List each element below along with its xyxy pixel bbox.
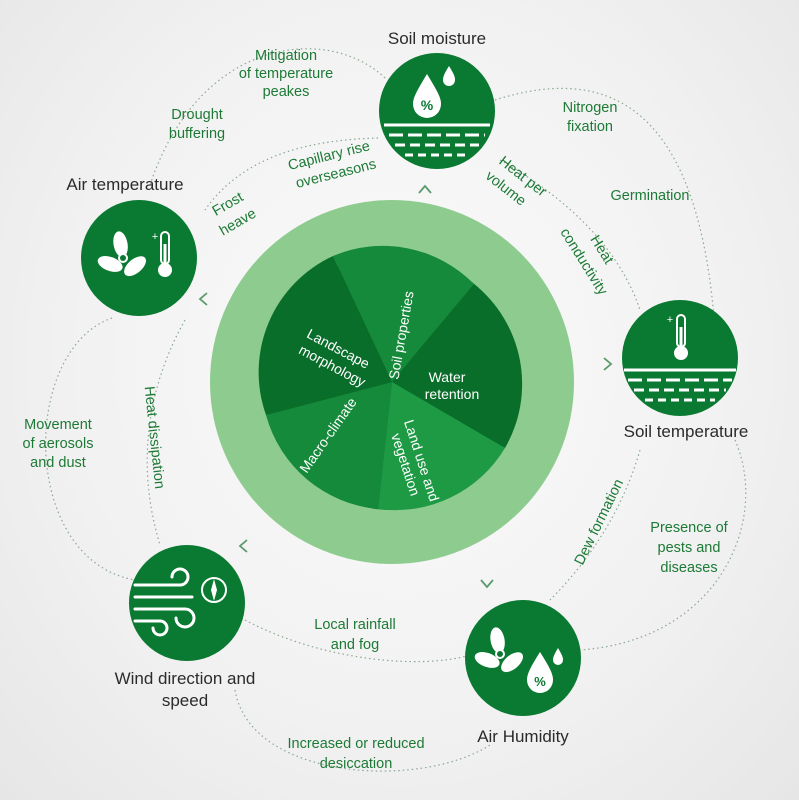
thermometer-icon: + — [667, 314, 688, 360]
svg-text:+: + — [152, 231, 158, 243]
water-drop-percent-icon: % — [527, 648, 563, 693]
relation-nitrogen-1: Nitrogen — [563, 100, 618, 116]
thermometer-icon: + — [152, 231, 172, 277]
svg-text:%: % — [421, 97, 434, 113]
relation-mitigation-2: of temperature — [239, 66, 333, 82]
arrow-up — [418, 184, 432, 194]
relation-pests-3: diseases — [660, 560, 717, 576]
relation-aerosols-2: of aerosols — [23, 436, 94, 452]
node-circle — [129, 545, 245, 661]
node-label-1: Wind direction and — [115, 669, 256, 688]
segment-soil-properties — [333, 245, 474, 382]
relation-aerosols-1: Movement — [24, 417, 92, 433]
compass-icon — [201, 577, 227, 603]
node-air-humidity: % Air Humidity — [465, 600, 581, 746]
flow-arrows — [198, 184, 613, 589]
node-soil-temperature: + Soil temperature — [622, 300, 748, 441]
node-air-temperature: + Air temperature — [66, 175, 197, 316]
relation-loops — [45, 48, 747, 772]
relation-pests-2: pests and — [658, 540, 721, 556]
relation-mitigation-1: Mitigation — [255, 48, 317, 64]
relation-desiccation-2: desiccation — [320, 756, 393, 772]
fan-icon — [474, 627, 523, 673]
relation-germination: Germination — [611, 188, 690, 204]
label-water-retention-1: Water — [429, 369, 466, 385]
node-wind: Wind direction and speed — [115, 545, 256, 710]
arrow-down — [480, 579, 494, 589]
fan-icon — [97, 231, 146, 277]
node-label: Soil moisture — [388, 29, 486, 48]
arrow-right — [603, 357, 613, 371]
svg-text:%: % — [534, 674, 546, 689]
water-drop-percent-icon: % — [413, 66, 455, 118]
soil-layers-icon — [624, 368, 736, 402]
relation-mitigation-3: peakes — [263, 84, 310, 100]
node-label: Air Humidity — [477, 727, 569, 746]
segment-water-retention — [392, 284, 523, 448]
segment-landscape — [258, 256, 392, 415]
node-label: Air temperature — [66, 175, 183, 194]
relation-pests-1: Presence of — [650, 520, 728, 536]
arrow-left — [198, 292, 208, 306]
svg-text:+: + — [667, 314, 673, 326]
relation-aerosols-3: and dust — [30, 455, 86, 471]
central-core: Soil properties Water retention Land use… — [210, 200, 574, 564]
node-label: Soil temperature — [624, 422, 749, 441]
node-label-2: speed — [162, 691, 208, 710]
segment-macro-climate — [266, 382, 392, 509]
relation-dew: Dew formation — [572, 477, 627, 568]
label-water-retention-2: retention — [425, 386, 479, 402]
relation-heat-dissipation: Heat dissipation — [141, 385, 168, 489]
soil-layers-icon — [384, 123, 490, 157]
wind-icon — [133, 567, 196, 637]
relation-nitrogen-2: fixation — [567, 119, 613, 135]
node-soil-moisture: % Soil moisture — [379, 29, 495, 169]
relation-desiccation-1: Increased or reduced — [287, 736, 424, 752]
relation-drought-2: buffering — [169, 126, 225, 142]
segment-land-use — [378, 382, 505, 511]
relation-drought-1: Drought — [171, 107, 223, 123]
relation-rainfall-2: and fog — [331, 637, 379, 653]
relation-labels: Mitigation of temperature peakes Drought… — [23, 48, 729, 772]
relation-rainfall-1: Local rainfall — [314, 617, 395, 633]
arrow-left-bottom — [238, 539, 248, 553]
